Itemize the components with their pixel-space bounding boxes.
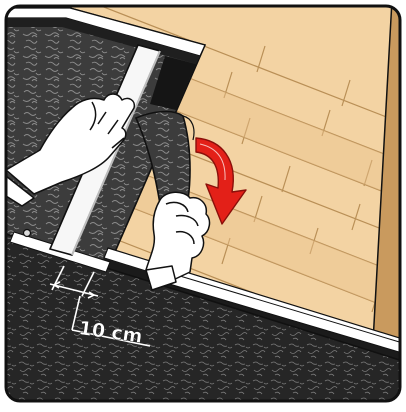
nail-head (24, 230, 31, 237)
